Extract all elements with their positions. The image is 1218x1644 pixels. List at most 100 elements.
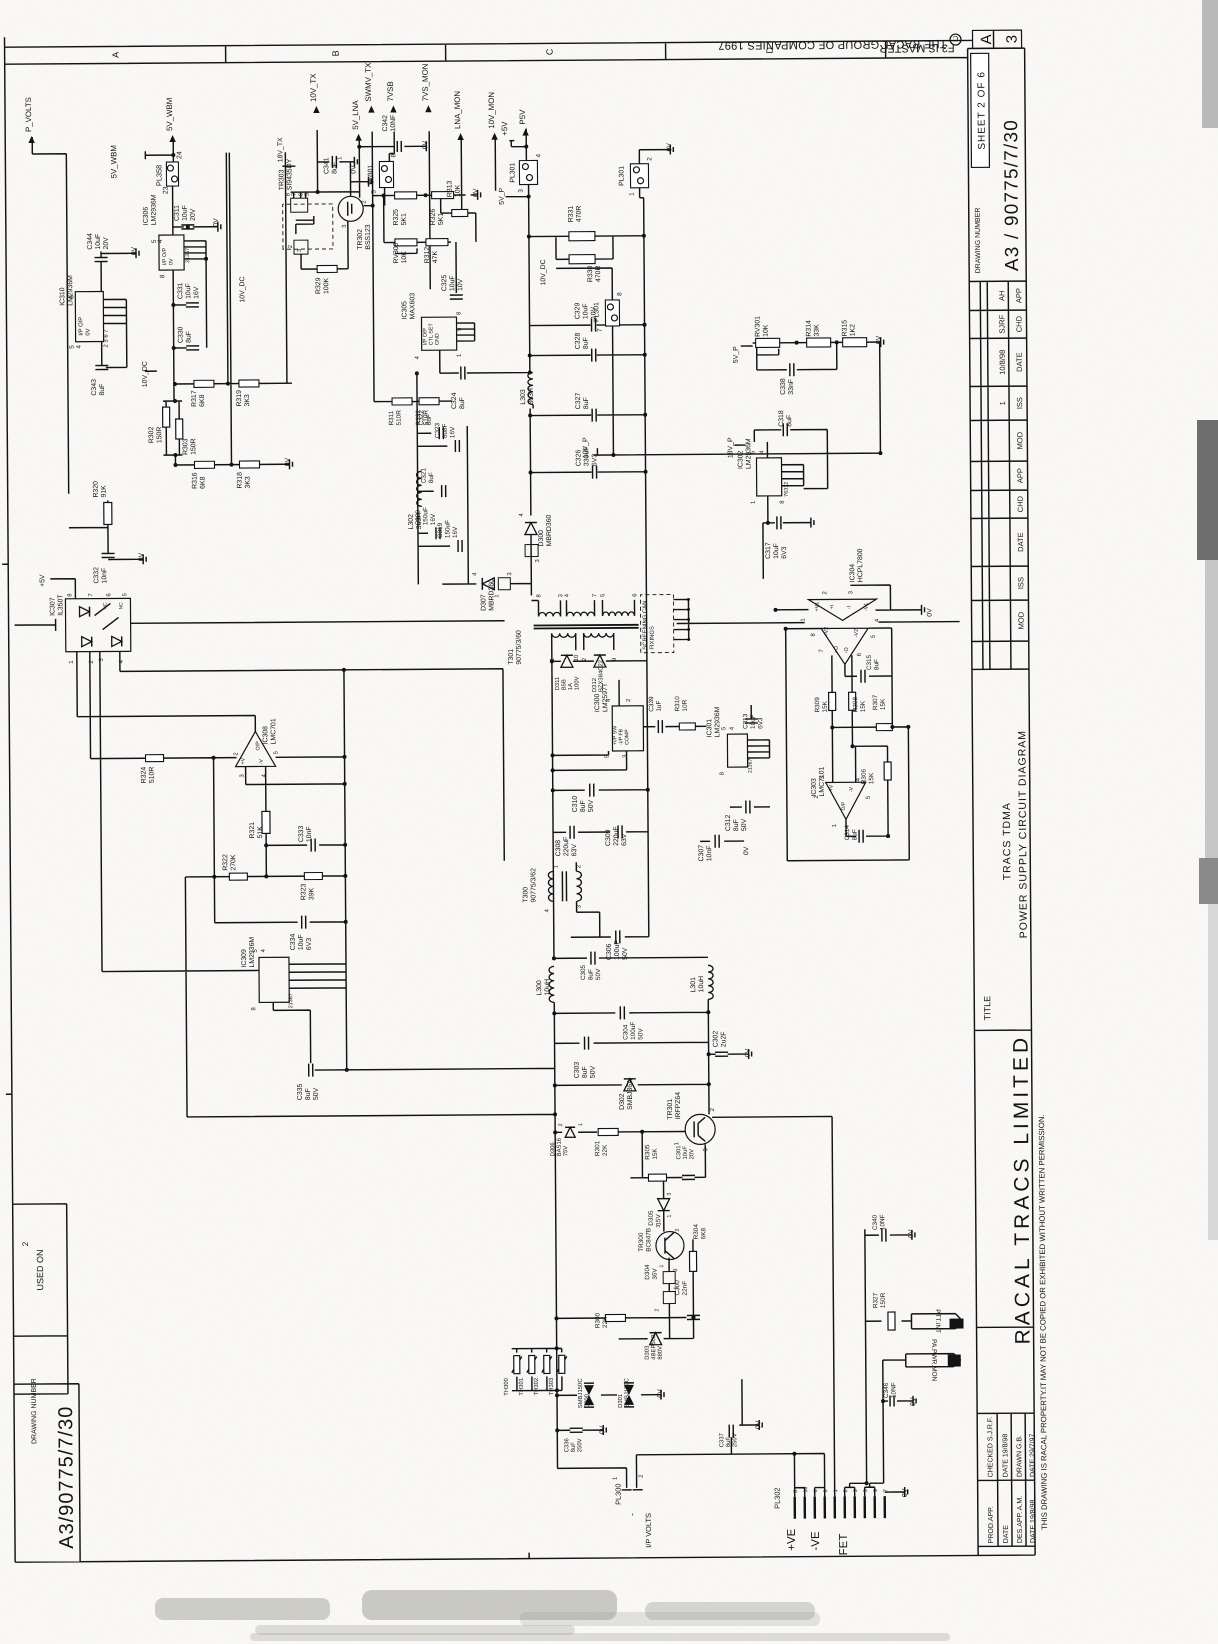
- svg-text:PL301: PL301: [618, 166, 625, 186]
- svg-text:FIXINGS: FIXINGS: [650, 626, 656, 650]
- svg-text:8uF: 8uF: [588, 969, 595, 980]
- svg-text:8uF: 8uF: [331, 162, 338, 174]
- svg-text:8: 8: [68, 295, 75, 299]
- svg-text:SWMV_TX: SWMV_TX: [364, 62, 373, 102]
- svg-text:0V: 0V: [169, 258, 175, 265]
- svg-text:LM2936M: LM2936M: [67, 275, 74, 306]
- svg-text:LM2936M: LM2936M: [714, 706, 721, 737]
- svg-text:8uF: 8uF: [428, 472, 435, 483]
- svg-text:4: 4: [76, 345, 83, 349]
- svg-text:10V_DC: 10V_DC: [540, 259, 547, 285]
- svg-text:POWER SUPPLY CIRCUIT DIAGRAM: POWER SUPPLY CIRCUIT DIAGRAM: [1016, 730, 1029, 938]
- svg-text:50V: 50V: [622, 947, 629, 960]
- svg-text:8uF: 8uF: [733, 819, 740, 831]
- svg-text:C314: C314: [844, 825, 851, 841]
- svg-text:63V: 63V: [571, 844, 578, 857]
- svg-text:C: C: [952, 34, 958, 43]
- svg-text:8uF: 8uF: [873, 659, 880, 670]
- svg-text:1: 1: [494, 594, 500, 597]
- svg-text:PL302: PL302: [773, 1487, 782, 1508]
- svg-text:3: 3: [820, 775, 826, 779]
- svg-text:LMC7101: LMC7101: [819, 766, 826, 796]
- svg-text:21367: 21367: [288, 993, 294, 1008]
- svg-text:USED ON: USED ON: [35, 1249, 45, 1290]
- svg-text:1: 1: [833, 1489, 839, 1492]
- svg-text:4: 4: [606, 698, 612, 702]
- svg-text:10R: 10R: [682, 699, 689, 711]
- svg-text:5: 5: [273, 750, 279, 754]
- svg-text:CHECKED S.J.R.F.: CHECKED S.J.R.F.: [987, 1417, 994, 1478]
- svg-text:TH303: TH303: [549, 1377, 555, 1395]
- svg-text:IC303: IC303: [811, 778, 818, 797]
- svg-text:3: 3: [535, 558, 541, 562]
- svg-text:1: 1: [629, 192, 636, 196]
- svg-text:510R: 510R: [149, 767, 156, 784]
- svg-text:+O: +O: [834, 646, 840, 653]
- svg-text:18V_TX: 18V_TX: [277, 137, 284, 162]
- svg-text:10K: 10K: [401, 251, 408, 264]
- svg-text:C324: C324: [451, 392, 458, 409]
- svg-text:R314: R314: [806, 320, 813, 337]
- svg-text:8uF: 8uF: [583, 337, 590, 349]
- svg-text:0V: 0V: [755, 1420, 762, 1429]
- svg-text:DATE: DATE: [1003, 1525, 1010, 1544]
- svg-text:10V_TX: 10V_TX: [309, 73, 318, 102]
- svg-text:3u3H: 3u3H: [416, 513, 423, 530]
- svg-text:C307: C307: [698, 845, 705, 862]
- svg-text:C315: C315: [866, 654, 873, 670]
- svg-text:CHD: CHD: [1014, 315, 1023, 332]
- svg-text:C342: C342: [382, 115, 389, 132]
- svg-text:10V: 10V: [590, 306, 597, 319]
- svg-text:8uF: 8uF: [580, 800, 587, 812]
- svg-text:10: 10: [574, 654, 580, 661]
- svg-text:IC308: IC308: [262, 726, 269, 745]
- svg-text:R316: R316: [192, 472, 199, 489]
- svg-text:TH300: TH300: [504, 1377, 510, 1395]
- svg-text:18V_P: 18V_P: [727, 437, 734, 458]
- svg-text:THIS DRAWING IS RACAL PROPERTY: THIS DRAWING IS RACAL PROPERTY.IT MAY NO…: [1037, 1114, 1049, 1530]
- svg-text:3: 3: [297, 248, 303, 252]
- svg-text:AH: AH: [997, 291, 1006, 301]
- svg-text:R330: R330: [587, 265, 594, 282]
- svg-text:-O: -O: [844, 647, 850, 653]
- svg-text:0V: 0V: [131, 246, 138, 255]
- svg-text:1uF: 1uF: [656, 701, 663, 712]
- svg-text:20V: 20V: [689, 1149, 695, 1160]
- svg-text:NC: NC: [102, 602, 108, 610]
- svg-text:A: A: [111, 52, 121, 58]
- svg-text:C302: C302: [712, 1031, 719, 1048]
- svg-text:0V: 0V: [368, 175, 375, 184]
- svg-text:PL300: PL300: [614, 1484, 623, 1505]
- svg-text:6V3: 6V3: [306, 938, 313, 950]
- svg-text:23: 23: [163, 186, 170, 194]
- svg-text:SJRF: SJRF: [997, 314, 1006, 333]
- svg-text:0V: 0V: [422, 140, 429, 149]
- svg-text:P5V: P5V: [518, 109, 527, 125]
- svg-text:8uF: 8uF: [186, 331, 193, 343]
- svg-text:R309: R309: [814, 697, 821, 713]
- svg-text:15V: 15V: [655, 1214, 662, 1226]
- svg-text:10K: 10K: [763, 324, 770, 337]
- svg-text:I/P O/P: I/P O/P: [423, 328, 429, 346]
- svg-text:0V: 0V: [350, 165, 357, 174]
- svg-text:3: 3: [1004, 35, 1021, 43]
- svg-text:R326: R326: [430, 209, 437, 226]
- svg-text:21367: 21367: [748, 758, 754, 773]
- svg-text:2: 2: [814, 795, 820, 798]
- svg-text:510R: 510R: [423, 410, 430, 426]
- svg-text:6V3: 6V3: [591, 454, 598, 466]
- svg-text:R329: R329: [315, 277, 322, 294]
- svg-text:TH302: TH302: [534, 1378, 540, 1396]
- svg-text:2: 2: [710, 1108, 716, 1111]
- svg-text:+I: +I: [829, 605, 835, 610]
- svg-text:GND: GND: [435, 333, 441, 345]
- svg-text:4: 4: [545, 908, 551, 912]
- svg-text:10nF: 10nF: [101, 568, 108, 584]
- svg-text:5: 5: [721, 726, 727, 730]
- svg-text:PL301: PL301: [509, 163, 516, 183]
- svg-text:R308: R308: [852, 697, 859, 713]
- svg-text:7: 7: [292, 193, 298, 196]
- svg-text:3: 3: [240, 774, 246, 778]
- svg-text:5V_P: 5V_P: [499, 187, 506, 204]
- svg-text:270K: 270K: [230, 854, 237, 871]
